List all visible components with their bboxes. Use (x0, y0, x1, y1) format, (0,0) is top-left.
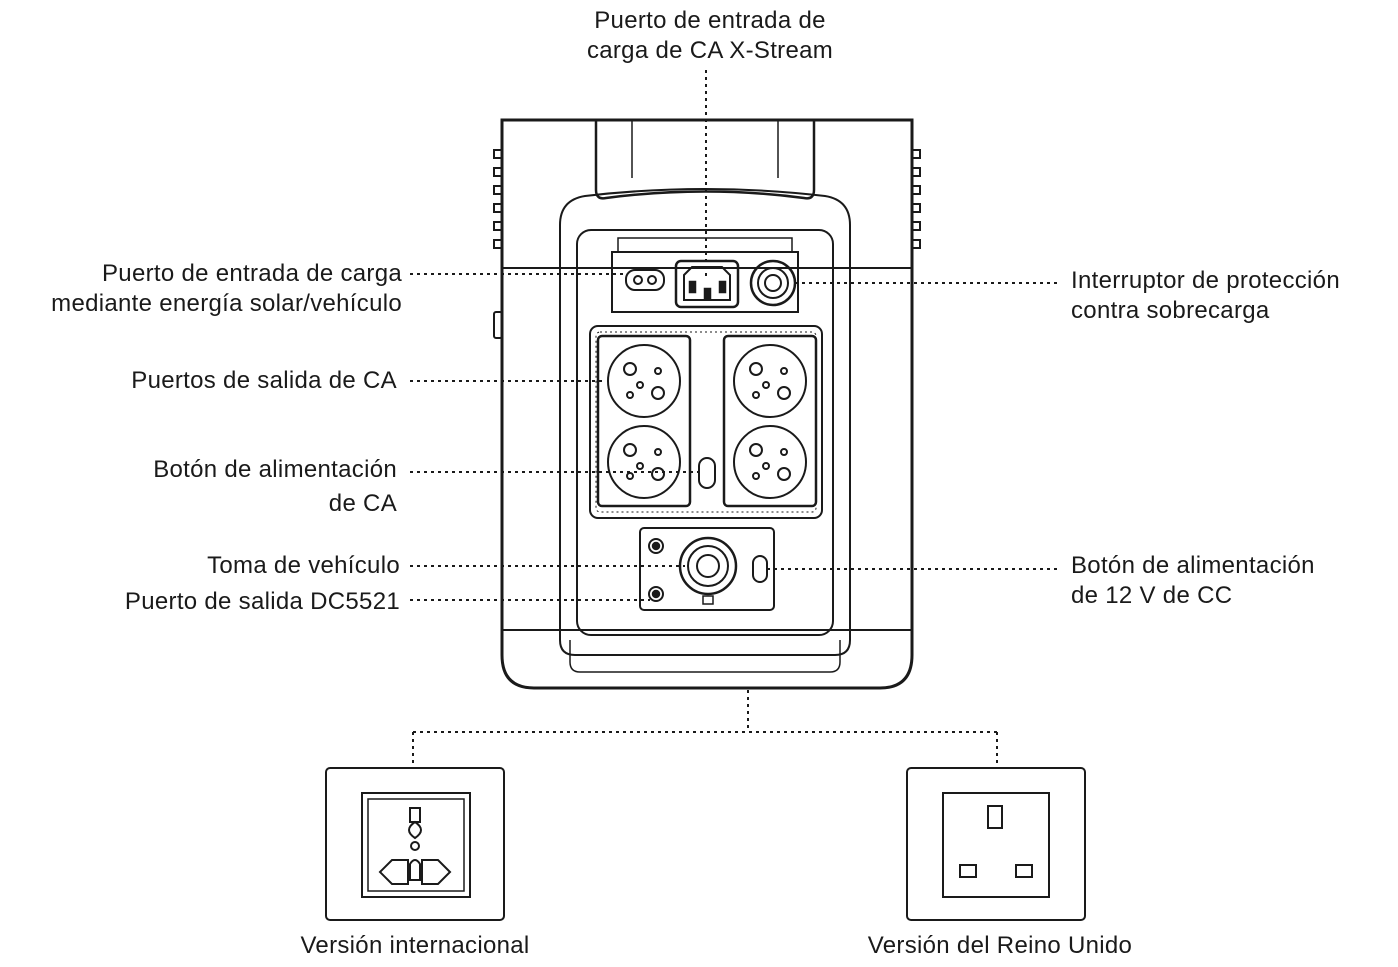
handle (594, 120, 816, 200)
label-solar-input: Puerto de entrada de carga mediante ener… (0, 259, 402, 319)
leader-lines (410, 70, 1060, 768)
label-ac-input: Puerto de entrada de carga de CA X-Strea… (560, 6, 860, 66)
car-socket-shape (678, 536, 738, 596)
device-body (500, 118, 914, 690)
label-dc5521: Puerto de salida DC5521 (124, 588, 400, 615)
front-panel (576, 229, 834, 636)
label-ac-outputs: Puertos de salida de CA (131, 367, 397, 394)
label-dc-power-button: Botón de alimentación de 12 V de CC (1071, 551, 1315, 611)
label-intl-version: Versión internacional (300, 932, 530, 959)
label-overload-line2: contra sobrecarga (1071, 297, 1270, 324)
ac-power-button-shape (698, 457, 716, 489)
label-ac-input-line1: Puerto de entrada de (594, 7, 826, 34)
solar-input-port-shape (625, 269, 665, 291)
label-ac-power-button: Botón de alimentación de CA (0, 455, 397, 519)
ac-outlets-left (596, 334, 692, 508)
intl-socket-icon (325, 767, 505, 921)
label-solar-input-line2: mediante energía solar/vehículo (51, 290, 402, 317)
label-dc-power-line2: de 12 V de CC (1071, 582, 1233, 609)
dc-power-button-shape (752, 555, 768, 583)
label-ac-input-line2: carga de CA X-Stream (586, 37, 834, 64)
label-uk-version: Versión del Reino Unido (867, 932, 1133, 959)
label-car-socket: Toma de vehículo (207, 552, 400, 579)
left-grip (493, 149, 502, 249)
right-grip (912, 149, 921, 249)
label-overload-line1: Interruptor de protección (1071, 267, 1340, 294)
label-overload-switch: Interruptor de protección contra sobreca… (1071, 266, 1340, 326)
uk-socket-icon (906, 767, 1086, 921)
label-ac-power-line2: de CA (328, 490, 397, 517)
label-dc-power-line1: Botón de alimentación (1071, 552, 1315, 579)
ac-outlets-right (722, 334, 818, 508)
label-solar-input-line1: Puerto de entrada de carga (101, 260, 402, 287)
front-frame (559, 188, 851, 656)
label-ac-power-line1: Botón de alimentación (153, 456, 397, 483)
